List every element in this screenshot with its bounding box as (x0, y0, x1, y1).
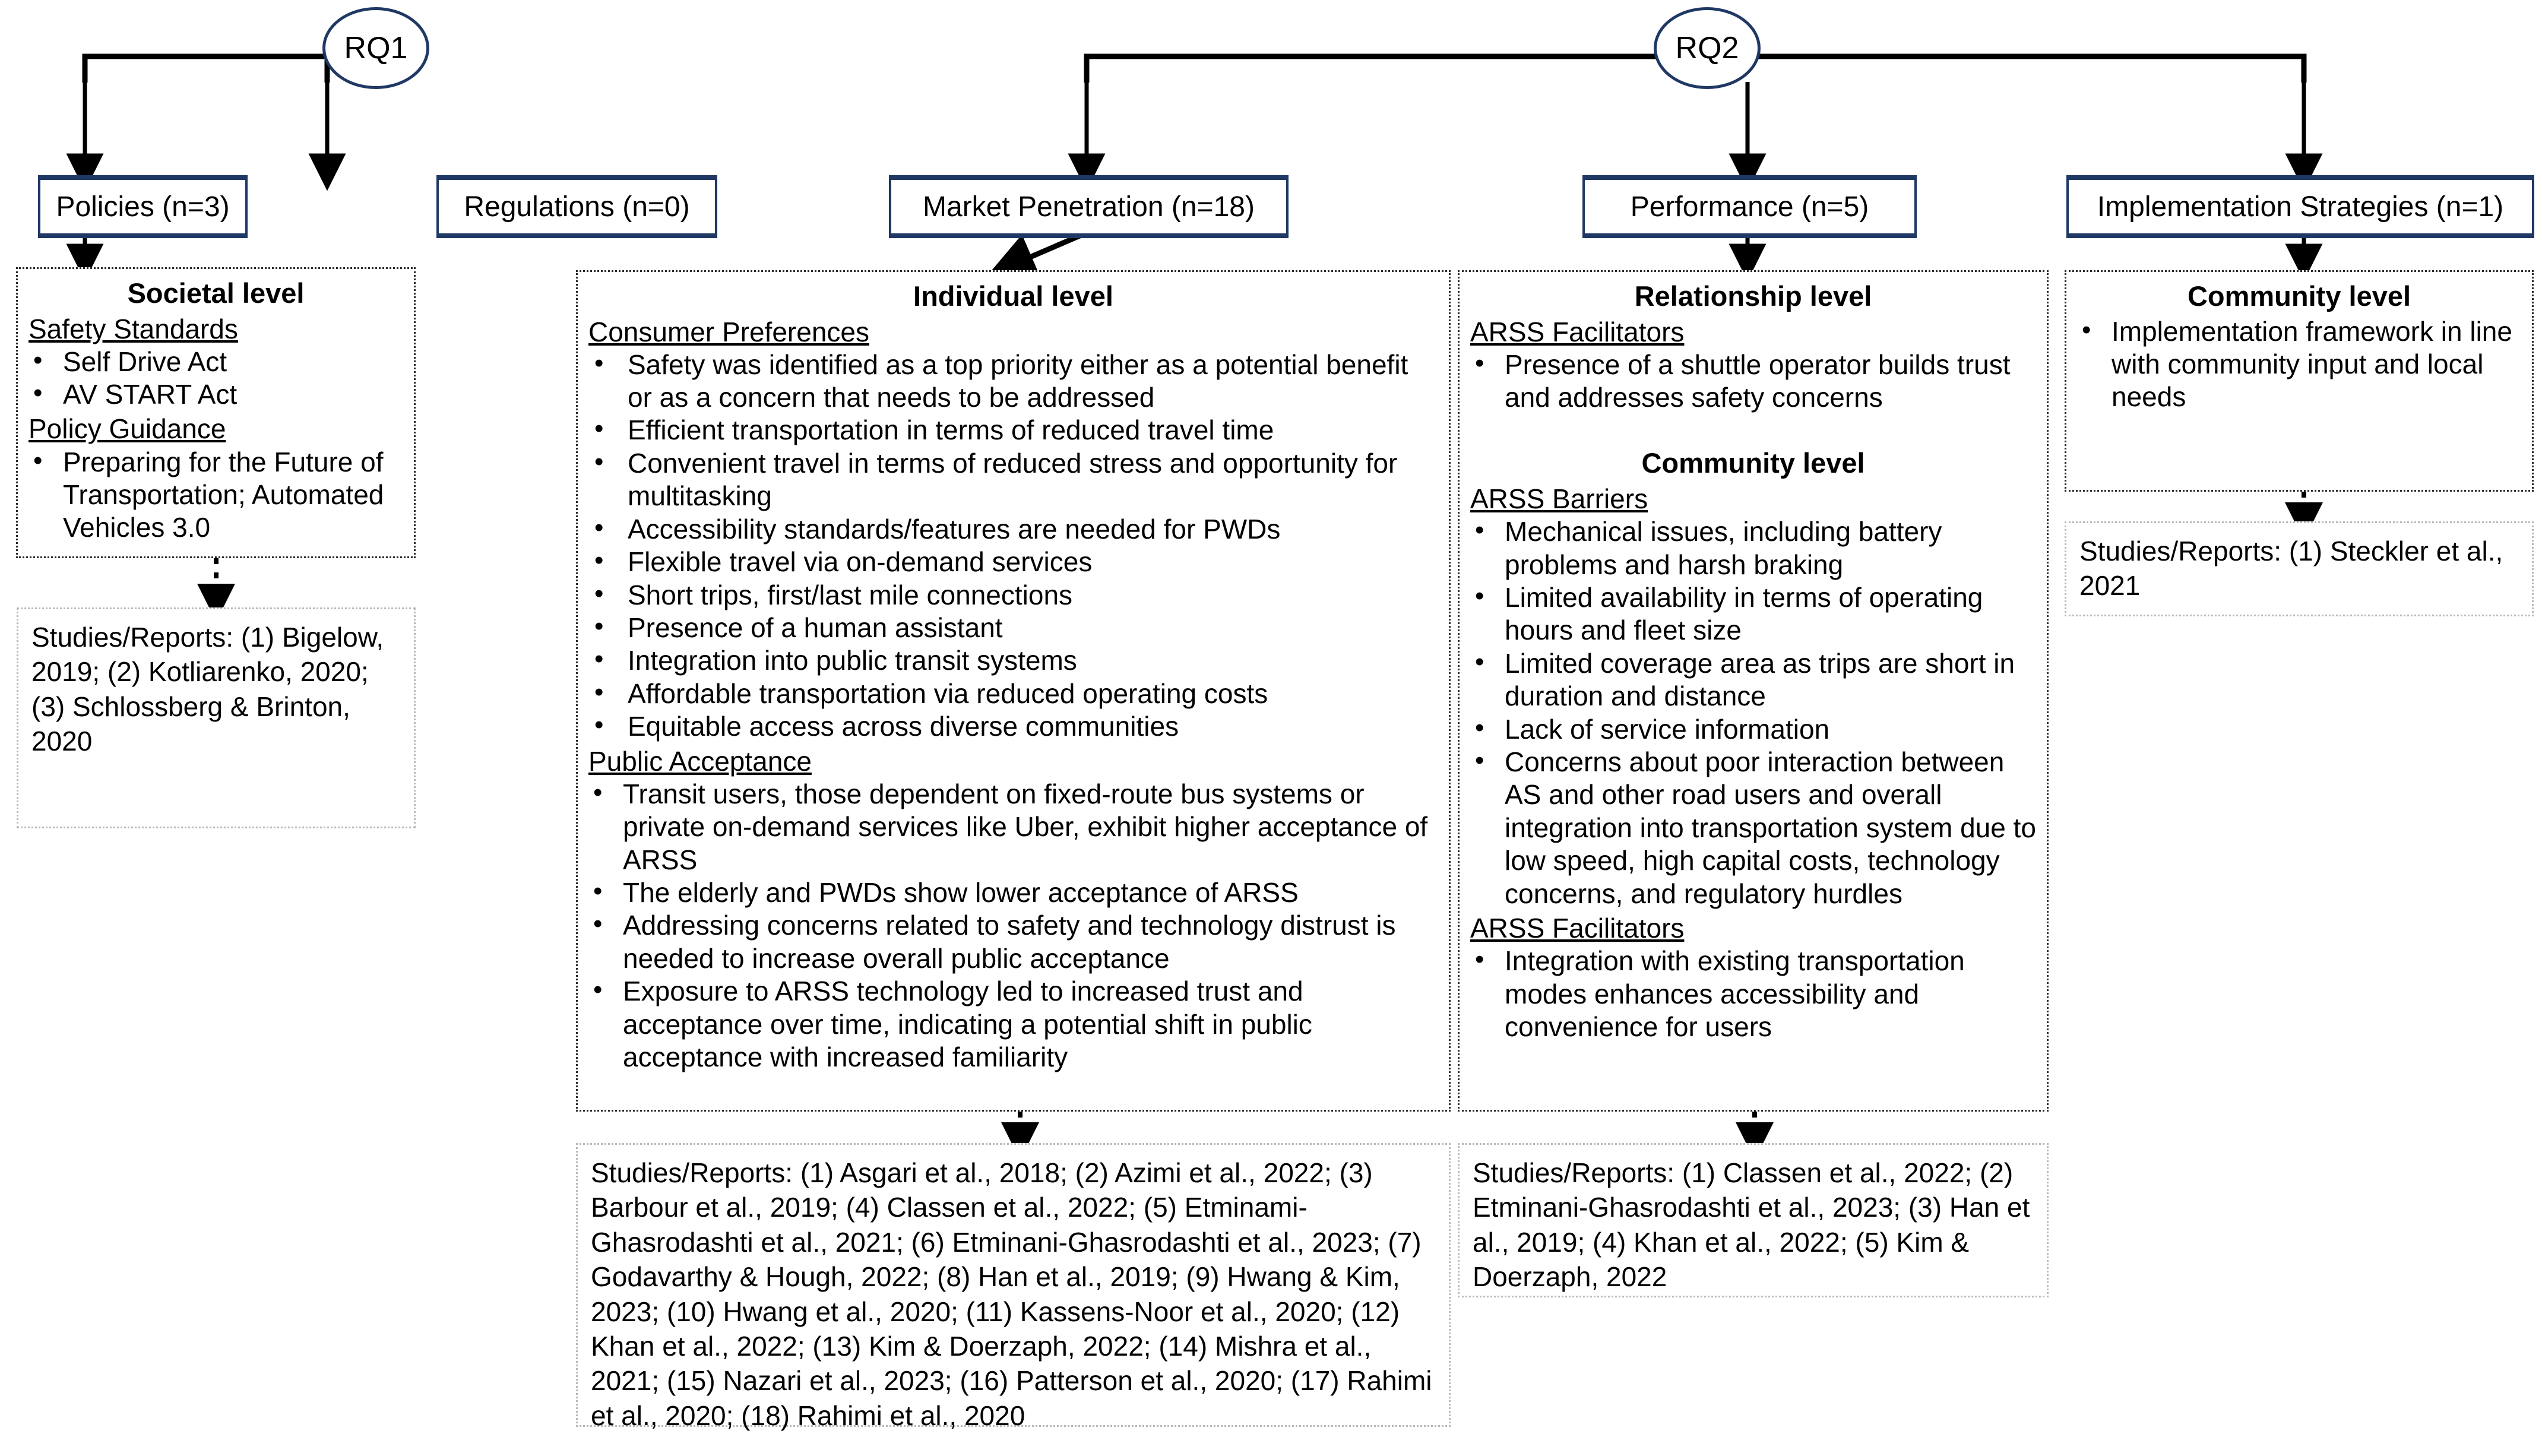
list-item: Limited availability in terms of operati… (1470, 580, 2036, 647)
panel-community-studies: Studies/Reports: (1) Steckler et al., 20… (2065, 521, 2534, 616)
list-item: Lack of service information (1470, 712, 2036, 746)
node-rq1-label: RQ1 (344, 31, 408, 65)
list-item: Efficient transportation in terms of red… (588, 413, 1438, 447)
box-policies[interactable]: Policies (n=3) (38, 175, 248, 238)
list-item: Implementation framework in line with co… (2077, 314, 2521, 414)
relationship-heading-arss-barriers: ARSS Barriers (1470, 483, 1648, 514)
box-market-penetration[interactable]: Market Penetration (n=18) (889, 175, 1289, 238)
node-rq2[interactable]: RQ2 (1654, 7, 1761, 89)
list-item: The elderly and PWDs show lower acceptan… (588, 875, 1438, 909)
list-item: Integration with existing transportation… (1470, 944, 2036, 1043)
list-item: Accessibility standards/features are nee… (588, 512, 1438, 546)
individual-list-public-acceptance: Transit users, those dependent on fixed-… (588, 777, 1438, 1074)
panel-community-level: Community level Implementation framework… (2065, 270, 2534, 492)
list-item: Equitable access across diverse communit… (588, 709, 1438, 743)
list-item: Integration into public transit systems (588, 643, 1438, 677)
list-item: Limited coverage area as trips are short… (1470, 646, 2036, 713)
list-item: Self Drive Act (29, 344, 403, 378)
section-spacer (1470, 414, 2036, 447)
relationship-heading-arss-facilitators: ARSS Facilitators (1470, 316, 1685, 347)
societal-studies-text: Studies/Reports: (1) Bigelow, 2019; (2) … (31, 622, 384, 757)
list-item: Affordable transportation via reduced op… (588, 676, 1438, 710)
individual-heading-public-acceptance: Public Acceptance (588, 745, 812, 777)
list-item: Short trips, first/last mile connections (588, 578, 1438, 612)
box-performance-label: Performance (n=5) (1630, 191, 1869, 223)
box-policies-label: Policies (n=3) (56, 191, 230, 223)
individual-list-consumer-preferences: Safety was identified as a top priority … (588, 347, 1438, 743)
societal-heading-policy-guidance: Policy Guidance (29, 413, 226, 445)
societal-list-policy-guidance: Preparing for the Future of Transportati… (29, 445, 403, 545)
panel-societal-level: Societal level Safety Standards Self Dri… (16, 267, 416, 558)
list-item: Convenient travel in terms of reduced st… (588, 446, 1438, 513)
relationship-list-arss-facilitators-2: Integration with existing transportation… (1470, 944, 2036, 1043)
societal-list-safety-standards: Self Drive Act AV START Act (29, 344, 403, 412)
individual-title: Individual level (913, 280, 1113, 312)
list-item: AV START Act (29, 377, 403, 411)
box-regulations[interactable]: Regulations (n=0) (436, 175, 717, 238)
panel-relationship-studies: Studies/Reports: (1) Classen et al., 202… (1458, 1143, 2049, 1297)
panel-individual-level: Individual level Consumer Preferences Sa… (576, 270, 1451, 1112)
list-item: Mechanical issues, including battery pro… (1470, 514, 2036, 581)
box-performance[interactable]: Performance (n=5) (1582, 175, 1917, 238)
community-list: Implementation framework in line with co… (2077, 314, 2521, 414)
box-implementation-strategies-label: Implementation Strategies (n=1) (2097, 191, 2504, 223)
relationship-list-arss-barriers: Mechanical issues, including battery pro… (1470, 514, 2036, 910)
relationship-list-arss-facilitators: Presence of a shuttle operator builds tr… (1470, 347, 2036, 414)
panel-societal-studies: Studies/Reports: (1) Bigelow, 2019; (2) … (17, 607, 416, 828)
relationship-heading-arss-facilitators-2: ARSS Facilitators (1470, 913, 1685, 944)
community-title: Community level (2187, 280, 2411, 312)
box-market-penetration-label: Market Penetration (n=18) (923, 191, 1255, 223)
box-implementation-strategies[interactable]: Implementation Strategies (n=1) (2066, 175, 2534, 238)
list-item: Exposure to ARSS technology led to incre… (588, 974, 1438, 1074)
node-rq2-label: RQ2 (1675, 31, 1739, 65)
list-item: Preparing for the Future of Transportati… (29, 445, 403, 545)
node-rq1[interactable]: RQ1 (322, 7, 429, 89)
relationship-community-title: Community level (1641, 447, 1865, 479)
list-item: Presence of a human assistant (588, 610, 1438, 644)
list-item: Safety was identified as a top priority … (588, 347, 1438, 414)
relationship-studies-text: Studies/Reports: (1) Classen et al., 202… (1473, 1157, 2030, 1293)
individual-heading-consumer-preferences: Consumer Preferences (588, 316, 869, 347)
box-regulations-label: Regulations (n=0) (464, 191, 690, 223)
relationship-title: Relationship level (1634, 280, 1872, 312)
list-item: Concerns about poor interaction between … (1470, 745, 2036, 910)
list-item: Presence of a shuttle operator builds tr… (1470, 347, 2036, 414)
societal-heading-safety-standards: Safety Standards (29, 313, 238, 344)
list-item: Flexible travel via on-demand services (588, 545, 1438, 578)
societal-title: Societal level (127, 277, 305, 309)
panel-individual-studies: Studies/Reports: (1) Asgari et al., 2018… (576, 1143, 1451, 1431)
panel-relationship-level: Relationship level ARSS Facilitators Pre… (1458, 270, 2049, 1112)
community-studies-text: Studies/Reports: (1) Steckler et al., 20… (2079, 536, 2503, 602)
list-item: Transit users, those dependent on fixed-… (588, 777, 1438, 876)
list-item: Addressing concerns related to safety an… (588, 908, 1438, 975)
individual-studies-text: Studies/Reports: (1) Asgari et al., 2018… (591, 1157, 1432, 1431)
